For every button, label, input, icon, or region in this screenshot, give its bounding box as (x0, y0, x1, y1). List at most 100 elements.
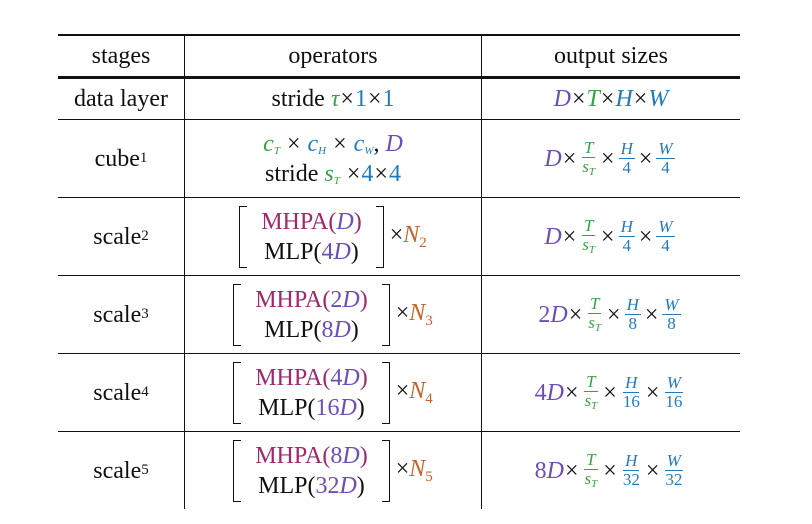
times-sign: × (638, 145, 653, 172)
close-paren: ) (359, 364, 368, 391)
op-scale: MHPA(8D) MLP(32D) ×N5 (184, 432, 482, 509)
times-sign: × (572, 86, 586, 112)
frac-s: s (582, 234, 589, 254)
frac-sub: T (594, 321, 602, 334)
left-bracket (233, 439, 242, 502)
times-sign: × (367, 86, 382, 112)
frac-den: 32 (622, 470, 640, 489)
mlp-line: MLP(8D) (264, 315, 359, 345)
left-bracket (233, 361, 242, 424)
frac-num: H (624, 295, 641, 315)
frac-num: T (584, 371, 598, 392)
repeat-N: N (409, 299, 426, 326)
frac-s: s (582, 156, 589, 176)
times-sign: × (645, 457, 660, 484)
times-sign: × (638, 223, 653, 250)
op-one-a: 1 (354, 86, 367, 112)
times-sign: × (645, 379, 660, 406)
frac-den: sT (583, 469, 600, 491)
frac-num: H (623, 451, 640, 471)
op-matrix: MHPA(8D) MLP(32D) ×N5 (233, 439, 433, 502)
op-one-b: 1 (382, 86, 395, 112)
repeat-factor: ×N4 (396, 379, 433, 407)
out-prefix: 8D (534, 457, 564, 484)
mlp-label: MLP( (258, 472, 316, 499)
op-sub-T: T (333, 174, 340, 187)
stage-subscript: 5 (141, 462, 149, 478)
data-layer-row: data layer stride τ × 1 × 1 D × T × H × … (58, 79, 740, 119)
op-tau: τ (330, 86, 340, 112)
frac-den: sT (586, 312, 603, 335)
frac-num: T (581, 215, 596, 236)
frac-s: s (588, 312, 595, 332)
times-sign: × (340, 86, 354, 112)
right-bracket (375, 205, 384, 268)
frac-num: T (581, 137, 596, 158)
row-rule (58, 119, 740, 120)
mhpa-line: MHPA(D) (261, 207, 361, 237)
out-W: W (648, 86, 669, 112)
times-sign: × (564, 379, 579, 406)
mhpa-label: MHPA( (255, 286, 331, 313)
op-sub-T: T (273, 144, 280, 157)
stage-name: scale (93, 301, 142, 328)
frac-sub: T (591, 477, 598, 490)
frac-den: 4 (661, 236, 670, 255)
times-sign: × (333, 130, 347, 157)
frac-den: 32 (665, 470, 683, 489)
row-rule (58, 197, 740, 198)
times-sign: × (286, 130, 301, 157)
mlp-line: MLP(16D) (258, 393, 365, 423)
mhpa-arg: 2D (330, 286, 360, 313)
out-D: D (553, 86, 571, 112)
op-D: D (385, 130, 403, 157)
times-sign: × (633, 86, 648, 112)
stage-subscript: 1 (139, 150, 148, 166)
repeat-N-subscript: 4 (425, 390, 433, 407)
out-data-layer: D × T × H × W (482, 79, 740, 119)
times-sign: × (601, 145, 615, 172)
out-prefix: D (544, 223, 562, 250)
repeat-N: N (409, 377, 426, 404)
mhpa-arg: D (336, 208, 354, 235)
op-cube-line1: cT × cH × cW, D (263, 129, 403, 159)
out-H: H (615, 86, 633, 112)
op-sub-W: W (364, 144, 374, 157)
row-rule (58, 431, 740, 432)
times-sign: × (562, 145, 577, 172)
frac-den: 4 (661, 158, 670, 177)
close-paren: ) (350, 316, 359, 343)
frac-num: T (584, 449, 598, 470)
op-matrix: MHPA(D) MLP(4D) ×N2 (239, 205, 427, 268)
stage-name: scale (93, 379, 142, 406)
mhpa-line: MHPA(8D) (255, 441, 367, 471)
op-four-a: 4 (361, 160, 374, 187)
header-output-sizes: output sizes (554, 42, 668, 69)
repeat-N-subscript: 5 (425, 468, 433, 485)
row-rule (58, 275, 740, 276)
stage-subscript: 2 (141, 228, 149, 244)
frac-den: 8 (667, 314, 676, 333)
times-sign: × (601, 223, 615, 250)
op-c: c (353, 130, 365, 157)
out-prefix: 4D (534, 379, 564, 406)
repeat-factor: ×N2 (390, 223, 427, 251)
mhpa-arg: 8D (330, 442, 360, 469)
mhpa-label: MHPA( (261, 208, 337, 235)
mhpa-line: MHPA(4D) (255, 363, 367, 393)
op-comma: , (373, 130, 386, 157)
mhpa-arg: 4D (330, 364, 360, 391)
op-scale: MHPA(2D) MLP(8D) ×N3 (184, 276, 482, 353)
